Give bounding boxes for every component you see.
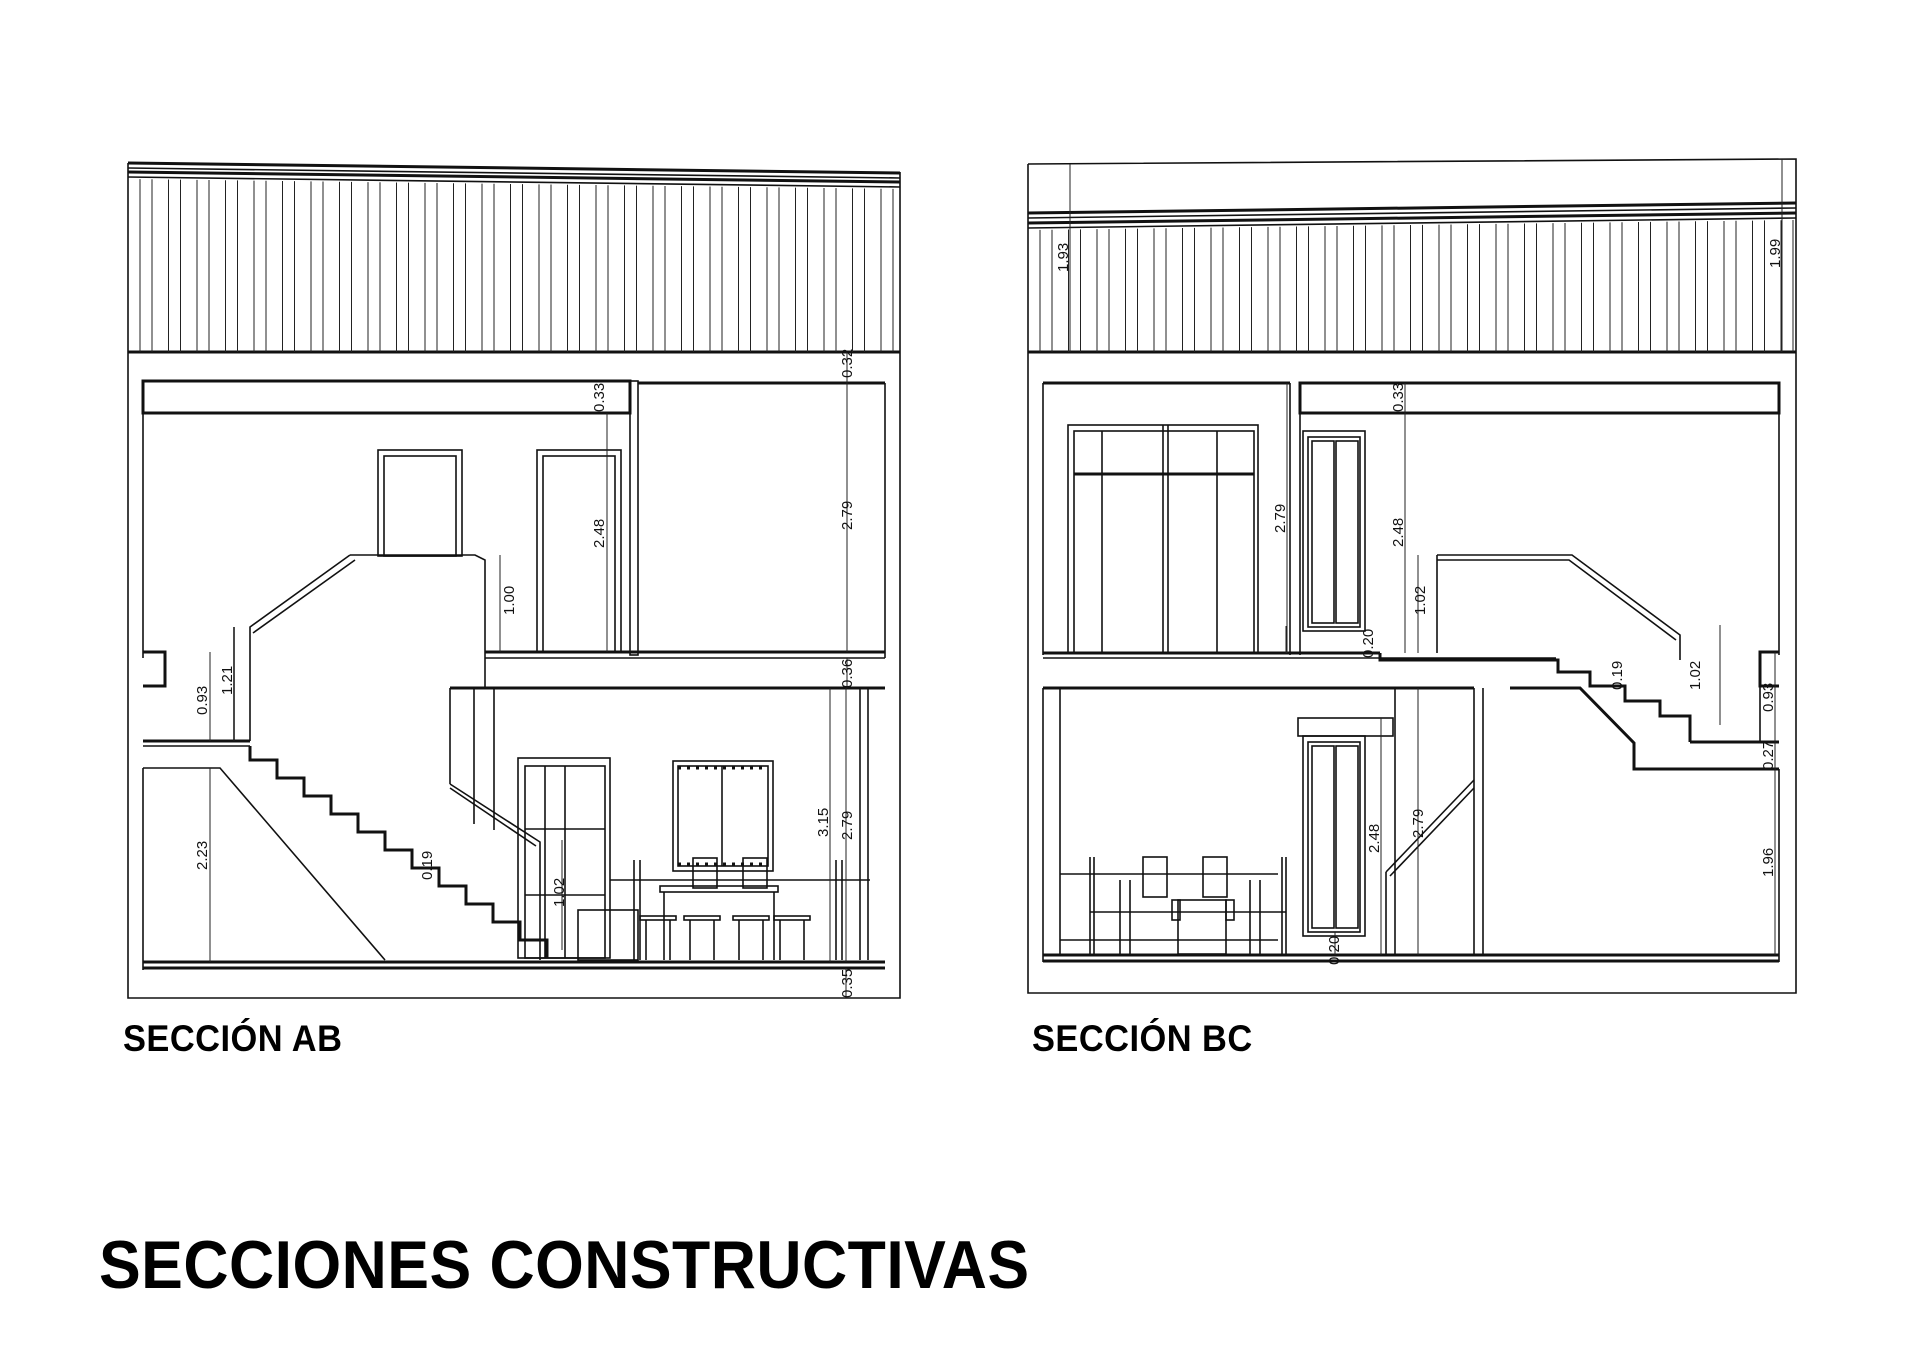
dim-bc-landing-railing: 1.02	[1687, 661, 1704, 690]
section-ab-stair	[142, 746, 549, 970]
section-ab-roof	[127, 161, 901, 354]
dining-table-ab	[633, 857, 843, 960]
section-ab-lower-floor	[143, 686, 885, 970]
dim-ab-upper-room: 2.79	[839, 501, 856, 530]
dim-bc-upper-left-room: 2.79	[1272, 504, 1289, 533]
dim-bc-landing-sill: 0.93	[1760, 683, 1777, 712]
dim-bc-lower-door: 2.48	[1366, 824, 1383, 853]
section-ab-label: SECCIÓN AB	[123, 1018, 343, 1059]
section-ab-upper-floor	[141, 379, 886, 747]
section-ab-dimension-labels: 0.32 0.33 2.48 2.79 1.00 0.36 1.21 0.93 …	[194, 349, 856, 998]
dim-ab-roof-parapet: 0.32	[839, 349, 856, 378]
dining-table-bc	[1060, 856, 1287, 955]
dim-ab-lower-window: 3.15	[815, 808, 832, 837]
dim-bc-upper-railing: 1.02	[1412, 586, 1429, 615]
section-ab-frame	[127, 163, 901, 999]
sheet-title: SECCIONES CONSTRUCTIVAS	[99, 1227, 1030, 1303]
section-bc-dimension-labels: 1.93 1.99 0.33 2.79 2.48 0.20 1.02 0.19 …	[1055, 239, 1784, 965]
section-bc-roof	[1027, 201, 1797, 354]
dim-ab-slab: 0.36	[839, 659, 856, 688]
dim-bc-upper-door: 2.48	[1390, 518, 1407, 547]
section-bc-upper-floor	[1042, 381, 1781, 744]
dim-bc-lower-door-sill: 0.20	[1326, 936, 1343, 965]
section-ab-drawing: 0.32 0.33 2.48 2.79 1.00 0.36 1.21 0.93 …	[127, 161, 901, 999]
section-bc-lower-floor	[1042, 686, 1780, 963]
dim-bc-landing-slab: 0.27	[1760, 741, 1777, 770]
section-bc-label: SECCIÓN BC	[1032, 1018, 1253, 1059]
dim-bc-under-landing: 1.96	[1760, 848, 1777, 877]
dim-ab-stair-riser: 0.19	[419, 851, 436, 880]
dim-bc-stair-riser: 0.19	[1609, 661, 1626, 690]
dim-bc-upper-beam: 0.33	[1390, 383, 1407, 412]
section-bc-frame	[1027, 158, 1797, 994]
dim-bc-upper-door-sill: 0.20	[1360, 629, 1377, 658]
dim-ab-upper-door: 2.48	[591, 519, 608, 548]
dim-ab-lower-railing: 1.02	[551, 878, 568, 907]
dim-bc-roof-left: 1.93	[1055, 243, 1072, 272]
dim-ab-foundation: 0.35	[839, 969, 856, 998]
dim-bc-lower-room: 2.79	[1410, 809, 1427, 838]
dim-ab-landing-sill: 0.93	[194, 686, 211, 715]
section-bc-drawing: 1.93 1.99 0.33 2.79 2.48 0.20 1.02 0.19 …	[1027, 158, 1797, 994]
dim-ab-lower-room: 2.79	[839, 811, 856, 840]
section-bc-stair	[1378, 653, 1779, 771]
dim-ab-under-stair: 2.23	[194, 841, 211, 870]
section-bc-dimension-lines	[1069, 159, 1783, 955]
dim-ab-upper-beam: 0.33	[591, 383, 608, 412]
dim-bc-roof-right: 1.99	[1767, 239, 1784, 268]
section-ab-dimension-lines	[209, 352, 848, 998]
dim-ab-upper-railing: 1.00	[501, 586, 518, 615]
dim-ab-landing-railing: 1.21	[219, 666, 236, 695]
